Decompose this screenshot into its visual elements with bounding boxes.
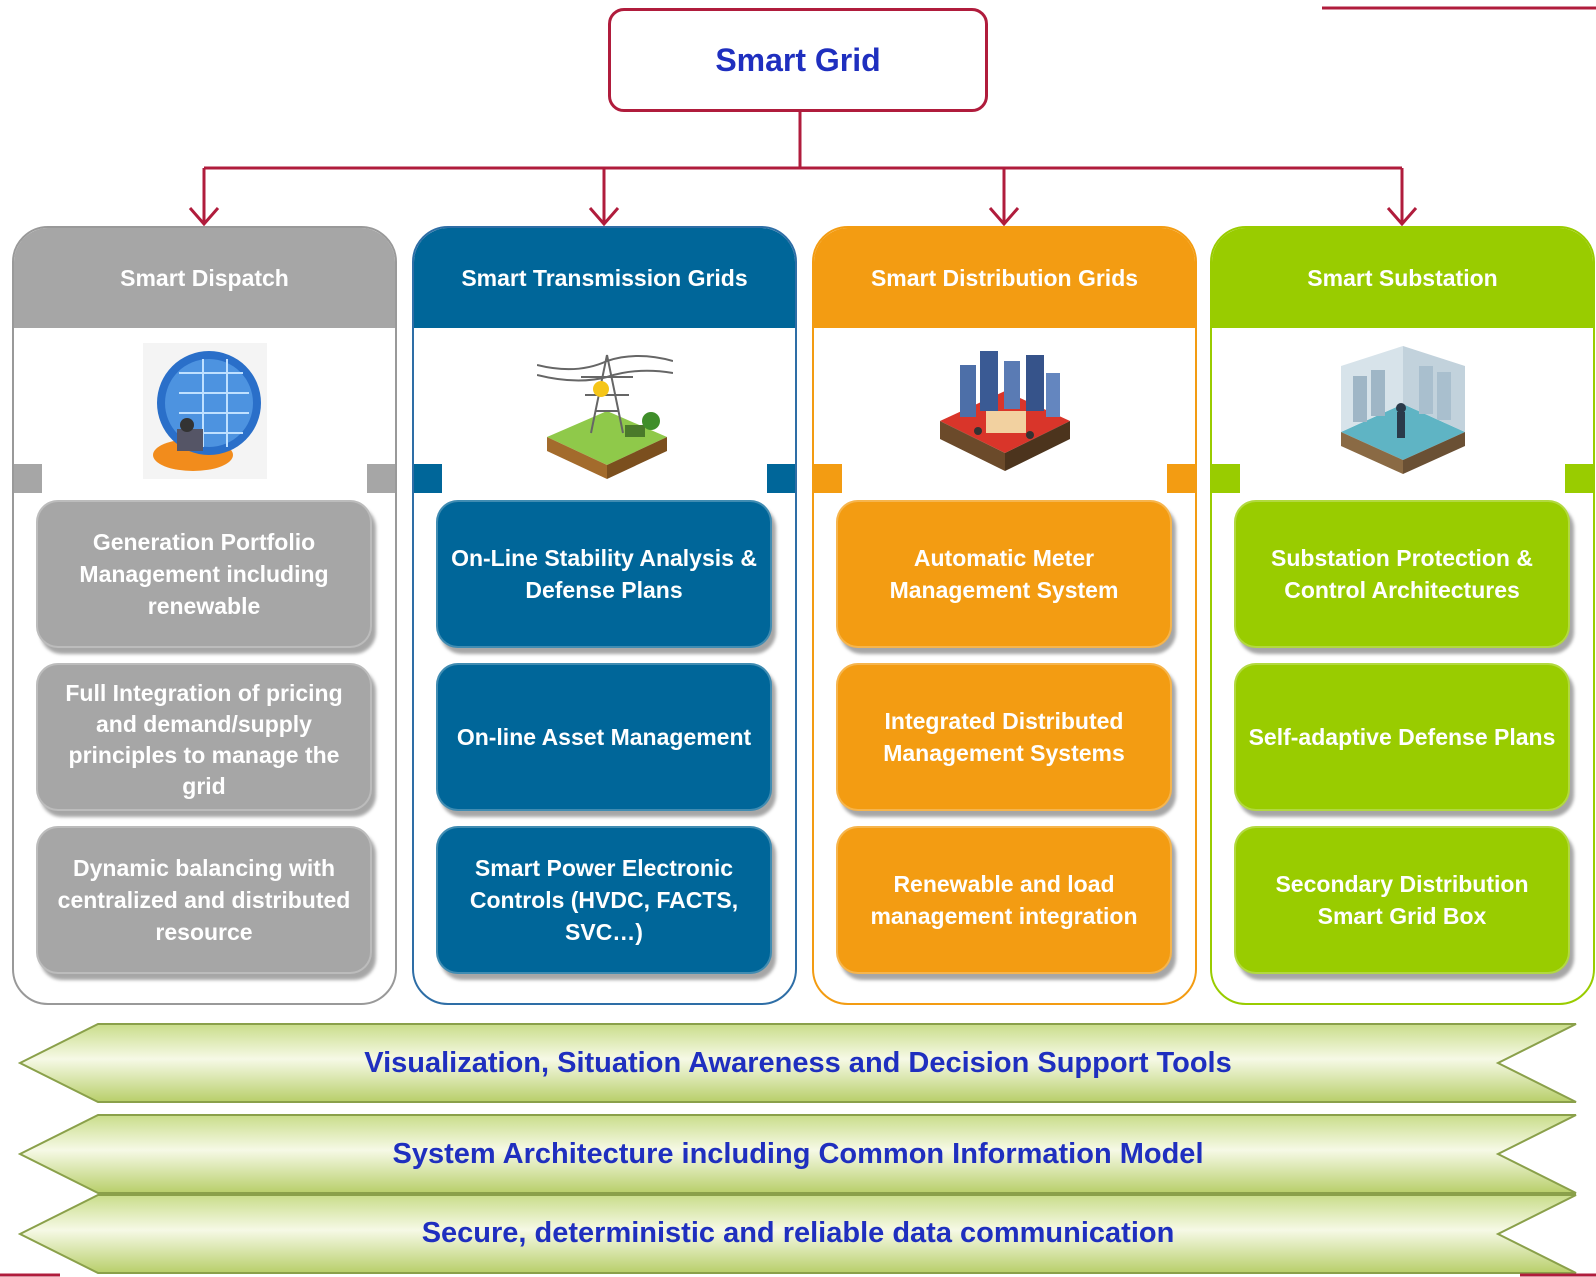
corner-tab xyxy=(1565,464,1593,493)
root-title: Smart Grid xyxy=(715,41,881,78)
item-card: Smart Power Electronic Controls (HVDC, F… xyxy=(436,826,772,974)
corner-tab xyxy=(14,464,42,493)
column-header: Smart Transmission Grids xyxy=(414,228,795,328)
band-architecture: System Architecture including Common Inf… xyxy=(18,1113,1578,1195)
item-card: On-line Asset Management xyxy=(436,663,772,811)
column-smart-dispatch: Smart Dispatch Generation Portfolio Mana… xyxy=(12,226,397,1005)
item-card: Integrated Distributed Management System… xyxy=(836,663,1172,811)
band-visualization: Visualization, Situation Awareness and D… xyxy=(18,1022,1578,1104)
item-card: Substation Protection & Control Architec… xyxy=(1234,500,1570,648)
column-title: Smart Distribution Grids xyxy=(870,264,1139,291)
item-card: On-Line Stability Analysis & Defense Pla… xyxy=(436,500,772,648)
item-card: Generation Portfolio Management includin… xyxy=(36,500,372,648)
band-label: System Architecture including Common Inf… xyxy=(392,1137,1204,1170)
corner-tab xyxy=(1212,464,1240,493)
corner-tab xyxy=(767,464,795,493)
smart-grid-root-box: Smart Grid xyxy=(608,8,988,112)
column-image xyxy=(414,328,795,493)
corner-tab xyxy=(414,464,442,493)
item-card: Full Integration of pricing and demand/s… xyxy=(36,663,372,811)
transmission-tower-icon xyxy=(536,354,673,479)
city-distribution-icon xyxy=(939,350,1070,471)
item-card: Self-adaptive Defense Plans xyxy=(1234,663,1570,811)
item-card: Secondary Distribution Smart Grid Box xyxy=(1234,826,1570,974)
item-card: Dynamic balancing with centralized and d… xyxy=(36,826,372,974)
item-card: Automatic Meter Management System xyxy=(836,500,1172,648)
bottom-divider-line xyxy=(0,1273,1596,1277)
column-title: Smart Dispatch xyxy=(120,264,289,291)
column-smart-transmission-grids: Smart Transmission Grids On-Line Stabili… xyxy=(412,226,797,1005)
column-image xyxy=(14,328,395,493)
corner-tab xyxy=(814,464,842,493)
column-title: Smart Substation xyxy=(1307,264,1498,291)
corner-tab xyxy=(367,464,395,493)
connector-arrows xyxy=(188,6,1596,227)
control-room-globe-icon xyxy=(142,342,267,479)
band-shape xyxy=(18,1194,1577,1274)
column-smart-distribution-grids: Smart Distribution Grids Automatic Meter… xyxy=(812,226,1197,1005)
substation-room-icon xyxy=(1340,345,1465,474)
column-image xyxy=(814,328,1195,493)
column-header: Smart Distribution Grids xyxy=(814,228,1195,328)
corner-tab xyxy=(1167,464,1195,493)
column-smart-substation: Smart Substation Substation Protection &… xyxy=(1210,226,1595,1005)
column-title: Smart Transmission Grids xyxy=(461,264,748,291)
column-image xyxy=(1212,328,1593,493)
band-label: Visualization, Situation Awareness and D… xyxy=(364,1046,1232,1079)
column-header: Smart Dispatch xyxy=(14,228,395,328)
band-label: Secure, deterministic and reliable data … xyxy=(421,1216,1175,1249)
band-shape xyxy=(18,1114,1577,1194)
band-communication: Secure, deterministic and reliable data … xyxy=(18,1193,1578,1277)
column-header: Smart Substation xyxy=(1212,228,1593,328)
band-shape xyxy=(18,1023,1577,1103)
item-card: Renewable and load management integratio… xyxy=(836,826,1172,974)
